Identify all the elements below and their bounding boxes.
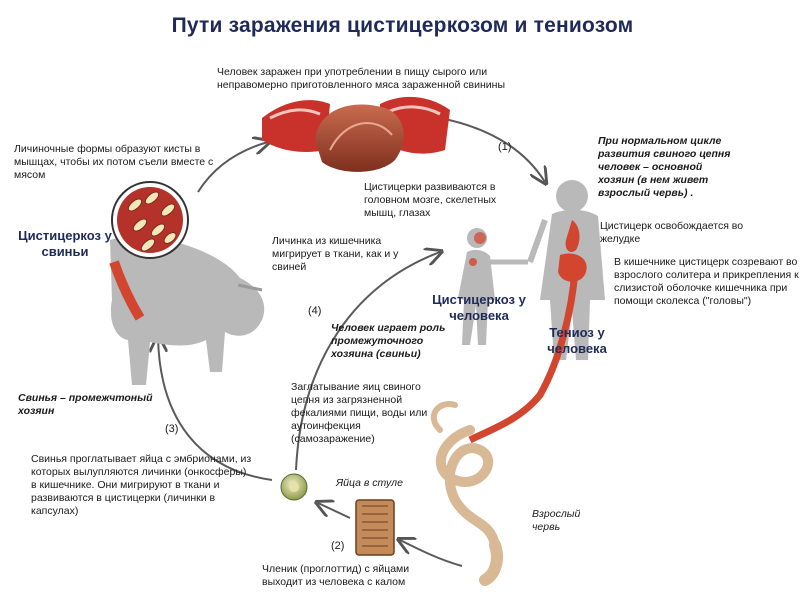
proglottid-illustration [355,499,395,556]
eggs-in-stool-text: Яйца в стуле [336,477,403,489]
adult-worm-illustration [430,401,503,586]
arrow-pig-to-meat [197,142,268,193]
proglottid-text: Членик (проглоттид) с яйцами выходит из … [262,563,410,588]
arrow-proglottid-to-egg [318,503,351,519]
normal-cycle-text: При нормальном цикле развития свиного це… [598,135,731,199]
step-3-label: (3) [165,423,179,435]
cycle-arrows [158,117,545,567]
normal-cycle-dot: . [690,187,694,199]
meat-infection-text: Человек заражен при употреблении в пищу … [217,66,506,91]
egg-swallowing-text: Заглатывание яиц свиного цепня из загряз… [291,381,428,445]
arrow-egg-to-child [295,252,440,471]
pig-swallows-text: Свинья проглатывает яйца с эмбрионами, и… [31,453,252,517]
pig-cysticercosis-label: Цистицеркоз у свиньи [18,228,112,259]
cysticercus-released-text: Цистицерк освобождается во желудке [600,220,744,245]
human-taeniasis-label: Тениоз у человека [547,325,607,356]
adult-worm-text: Взрослый червь [532,508,581,533]
arrow-worm-to-proglottid [400,540,463,567]
meat-sausage-illustration [262,96,450,172]
human-cysticercosis-label: Цистицеркоз у человека [432,292,526,323]
human-intermediate-text: Человек играет роль промежуточного хозяи… [331,322,446,360]
larva-migrates-text: Личинка из кишечника мигрирует в ткани, … [272,235,399,273]
cysticercus-matures-text: В кишечнике цистицерк созревают во взрос… [614,256,799,307]
step-4-label: (4) [308,305,322,317]
arrow-meat-to-human [439,117,545,182]
egg-illustration [280,473,308,501]
diagram-title: Пути заражения цистицеркозом и тениозом [171,14,634,37]
pig-illustration [109,181,265,385]
pig-intermediate-text: Свинья – промежчтоный хозяин [18,392,153,417]
child-illustration [458,228,528,345]
larvae-cysts-text: Личиночные формы образуют кисты в мышцах… [14,143,214,181]
human-illustration [468,180,605,444]
step-1-label: (1) [498,141,512,153]
cysticerci-develop-text: Цистицерки развиваются в головном мозге,… [364,181,497,219]
arrow-egg-to-pig [158,338,273,481]
step-2-label: (2) [331,540,345,552]
